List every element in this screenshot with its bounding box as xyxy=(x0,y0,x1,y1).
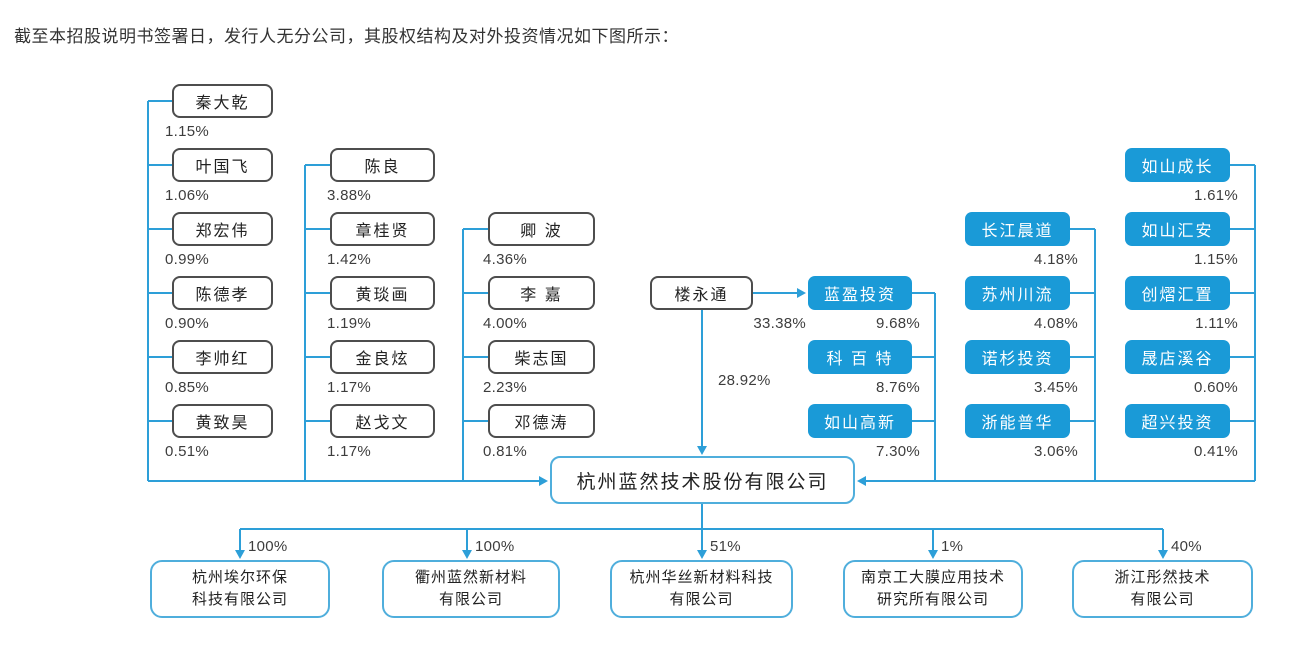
shareholder-box-col1-4: 李帅红 xyxy=(172,340,273,374)
shareholding-pct-col5-0: 1.61% xyxy=(1193,187,1238,204)
shareholding-pct-col1-4: 0.85% xyxy=(165,379,210,396)
shareholding-pct-col4-0: 4.18% xyxy=(1033,251,1078,268)
investor-box-col4-2: 诺杉投资 xyxy=(965,340,1070,374)
shareholding-pct-col5-2: 1.11% xyxy=(1195,315,1238,332)
shareholder-box-col2-2: 黄琰画 xyxy=(330,276,435,310)
controller-box: 楼永通 xyxy=(650,276,753,310)
shareholding-pct-col4-3: 3.06% xyxy=(1033,443,1078,460)
shareholding-pct-col3-1: 4.00% xyxy=(483,315,528,332)
shareholding-pct-col2-1: 1.42% xyxy=(327,251,372,268)
shareholding-pct-kebaite: 8.76% xyxy=(875,379,920,396)
shareholding-pct-col1-0: 1.15% xyxy=(165,123,210,140)
ownership-pct-sub-4: 40% xyxy=(1171,538,1202,555)
shareholding-pct-rushangaoxin: 7.30% xyxy=(875,443,920,460)
investor-box-col4-3: 浙能普华 xyxy=(965,404,1070,438)
shareholding-pct-col4-2: 3.45% xyxy=(1033,379,1078,396)
shareholding-pct-col3-3: 0.81% xyxy=(483,443,528,460)
ownership-pct-sub-2: 51% xyxy=(710,538,741,555)
shareholding-pct-col5-1: 1.15% xyxy=(1193,251,1238,268)
shareholder-box-col3-1: 李 嘉 xyxy=(488,276,595,310)
ownership-pct-sub-1: 100% xyxy=(475,538,515,555)
ownership-pct-sub-0: 100% xyxy=(248,538,288,555)
shareholder-box-col3-3: 邓德涛 xyxy=(488,404,595,438)
investor-box-col4-0: 长江晨道 xyxy=(965,212,1070,246)
shareholder-box-col1-5: 黄致昊 xyxy=(172,404,273,438)
shareholding-pct-col2-3: 1.17% xyxy=(327,379,372,396)
subsidiary-box-4: 浙江彤然技术 有限公司 xyxy=(1072,560,1253,618)
shareholding-pct-col2-2: 1.19% xyxy=(327,315,372,332)
shareholding-pct-col5-3: 0.60% xyxy=(1193,379,1238,396)
shareholding-pct-col2-4: 1.17% xyxy=(327,443,372,460)
shareholding-pct-col3-2: 2.23% xyxy=(483,379,528,396)
shareholder-box-col2-4: 赵戈文 xyxy=(330,404,435,438)
investor-box-col4-1: 苏州川流 xyxy=(965,276,1070,310)
controller-pct-direct: 28.92% xyxy=(718,372,771,389)
investor-box-col5-3: 晟店溪谷 xyxy=(1125,340,1230,374)
issuer-company-box: 杭州蓝然技术股份有限公司 xyxy=(550,456,855,504)
investor-box-rushangaoxin: 如山高新 xyxy=(808,404,912,438)
shareholder-box-col2-0: 陈良 xyxy=(330,148,435,182)
ownership-pct-sub-3: 1% xyxy=(941,538,964,555)
investor-box-col5-1: 如山汇安 xyxy=(1125,212,1230,246)
shareholding-pct-col4-1: 4.08% xyxy=(1033,315,1078,332)
investor-box-col5-0: 如山成长 xyxy=(1125,148,1230,182)
subsidiary-box-2: 杭州华丝新材料科技 有限公司 xyxy=(610,560,793,618)
controller-pct-to-lanying: 33.38% xyxy=(753,315,806,332)
shareholder-box-col1-0: 秦大乾 xyxy=(172,84,273,118)
shareholder-box-col1-1: 叶国飞 xyxy=(172,148,273,182)
shareholder-box-col2-1: 章桂贤 xyxy=(330,212,435,246)
shareholding-pct-col1-2: 0.99% xyxy=(165,251,210,268)
shareholder-box-col2-3: 金良炫 xyxy=(330,340,435,374)
shareholding-pct-col1-1: 1.06% xyxy=(165,187,210,204)
investor-box-col5-4: 超兴投资 xyxy=(1125,404,1230,438)
investor-box-lanying: 蓝盈投资 xyxy=(808,276,912,310)
shareholder-box-col1-2: 郑宏伟 xyxy=(172,212,273,246)
shareholder-box-col3-2: 柴志国 xyxy=(488,340,595,374)
subsidiary-box-1: 衢州蓝然新材料 有限公司 xyxy=(382,560,560,618)
shareholding-pct-lanying: 9.68% xyxy=(875,315,920,332)
shareholder-box-col3-0: 卿 波 xyxy=(488,212,595,246)
subsidiary-box-3: 南京工大膜应用技术 研究所有限公司 xyxy=(843,560,1023,618)
investor-box-col5-2: 创熠汇置 xyxy=(1125,276,1230,310)
intro-text: 截至本招股说明书签署日，发行人无分公司，其股权结构及对外投资情况如下图所示： xyxy=(14,27,679,46)
shareholding-pct-col3-0: 4.36% xyxy=(483,251,528,268)
investor-box-kebaite: 科 百 特 xyxy=(808,340,912,374)
shareholding-pct-col1-5: 0.51% xyxy=(165,443,210,460)
shareholder-box-col1-3: 陈德孝 xyxy=(172,276,273,310)
subsidiary-box-0: 杭州埃尔环保 科技有限公司 xyxy=(150,560,330,618)
shareholding-pct-col5-4: 0.41% xyxy=(1193,443,1238,460)
shareholding-pct-col2-0: 3.88% xyxy=(327,187,372,204)
shareholding-pct-col1-3: 0.90% xyxy=(165,315,210,332)
